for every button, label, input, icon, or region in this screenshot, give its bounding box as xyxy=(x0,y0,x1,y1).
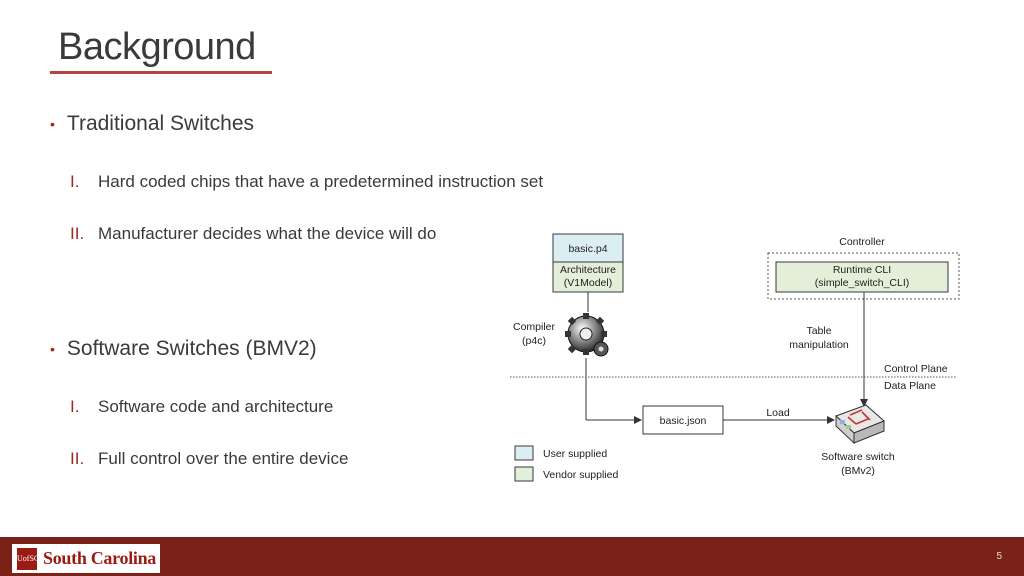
runtime-cli-label: Runtime CLI xyxy=(833,264,891,276)
sub-item-text: Software code and architecture xyxy=(98,397,334,416)
bullet-label: Software Switches (BMV2) xyxy=(66,337,317,360)
runtime-cli-box xyxy=(775,261,949,293)
architecture-model-label: (V1Model) xyxy=(564,277,612,289)
bmv2-label: (BMv2) xyxy=(841,465,875,477)
software-switch-label: Software switch xyxy=(821,451,895,463)
title-underline xyxy=(50,71,272,74)
bullet-dot-icon: • xyxy=(50,116,55,132)
uofsc-logo-icon: UofSC xyxy=(17,547,40,570)
controller-label: Controller xyxy=(839,236,885,248)
table-manipulation-label: manipulation xyxy=(789,339,849,351)
logo-text: South Carolina xyxy=(43,548,157,568)
compiler-p4c-label: (p4c) xyxy=(522,335,546,347)
sub-item-number: I. xyxy=(70,172,80,191)
page-number: 5 xyxy=(996,551,1002,562)
bullet-dot-icon: • xyxy=(50,341,55,357)
sub-item-text: Hard coded chips that have a predetermin… xyxy=(98,172,544,191)
sub-item: I. Software code and architecture xyxy=(70,397,333,417)
legend-vendor-swatch xyxy=(514,466,534,482)
sub-item: II. Manufacturer decides what the device… xyxy=(70,224,436,244)
runtime-cli-command-label: (simple_switch_CLI) xyxy=(815,277,910,289)
architecture-box xyxy=(552,261,624,293)
sub-item: I. Hard coded chips that have a predeter… xyxy=(70,172,543,192)
legend-vendor-label: Vendor supplied xyxy=(543,469,618,481)
sub-item-number: I. xyxy=(70,397,80,416)
legend-user-swatch xyxy=(514,445,534,461)
sub-item-text: Full control over the entire device xyxy=(98,449,349,468)
footer-bar xyxy=(0,537,1024,576)
sub-item: II. Full control over the entire device xyxy=(70,449,348,469)
compiler-gear-icon xyxy=(565,313,609,357)
architecture-label: Architecture xyxy=(560,264,616,276)
compiler-label: Compiler xyxy=(513,321,556,333)
basic-p4-label: basic.p4 xyxy=(568,243,607,255)
basic-json-label: basic.json xyxy=(660,415,707,427)
table-label: Table xyxy=(806,325,831,337)
university-logo: UofSC South Carolina xyxy=(12,544,160,573)
bullet-software-switches: • Software Switches (BMV2) xyxy=(50,337,317,361)
load-label: Load xyxy=(766,407,790,419)
control-plane-label: Control Plane xyxy=(884,363,948,375)
software-switch-icon xyxy=(835,404,885,445)
slide-title: Background xyxy=(58,26,256,68)
sub-item-text: Manufacturer decides what the device wil… xyxy=(98,224,437,243)
bullet-label: Traditional Switches xyxy=(66,112,255,135)
logo-mark-text: UofSC xyxy=(17,553,40,563)
sub-item-number: II. xyxy=(70,449,85,468)
data-plane-label: Data Plane xyxy=(884,380,936,392)
bullet-traditional-switches: • Traditional Switches xyxy=(50,112,254,136)
basic-p4-box xyxy=(552,233,624,263)
legend-user-label: User supplied xyxy=(543,448,607,460)
sub-item-number: II. xyxy=(70,224,85,243)
